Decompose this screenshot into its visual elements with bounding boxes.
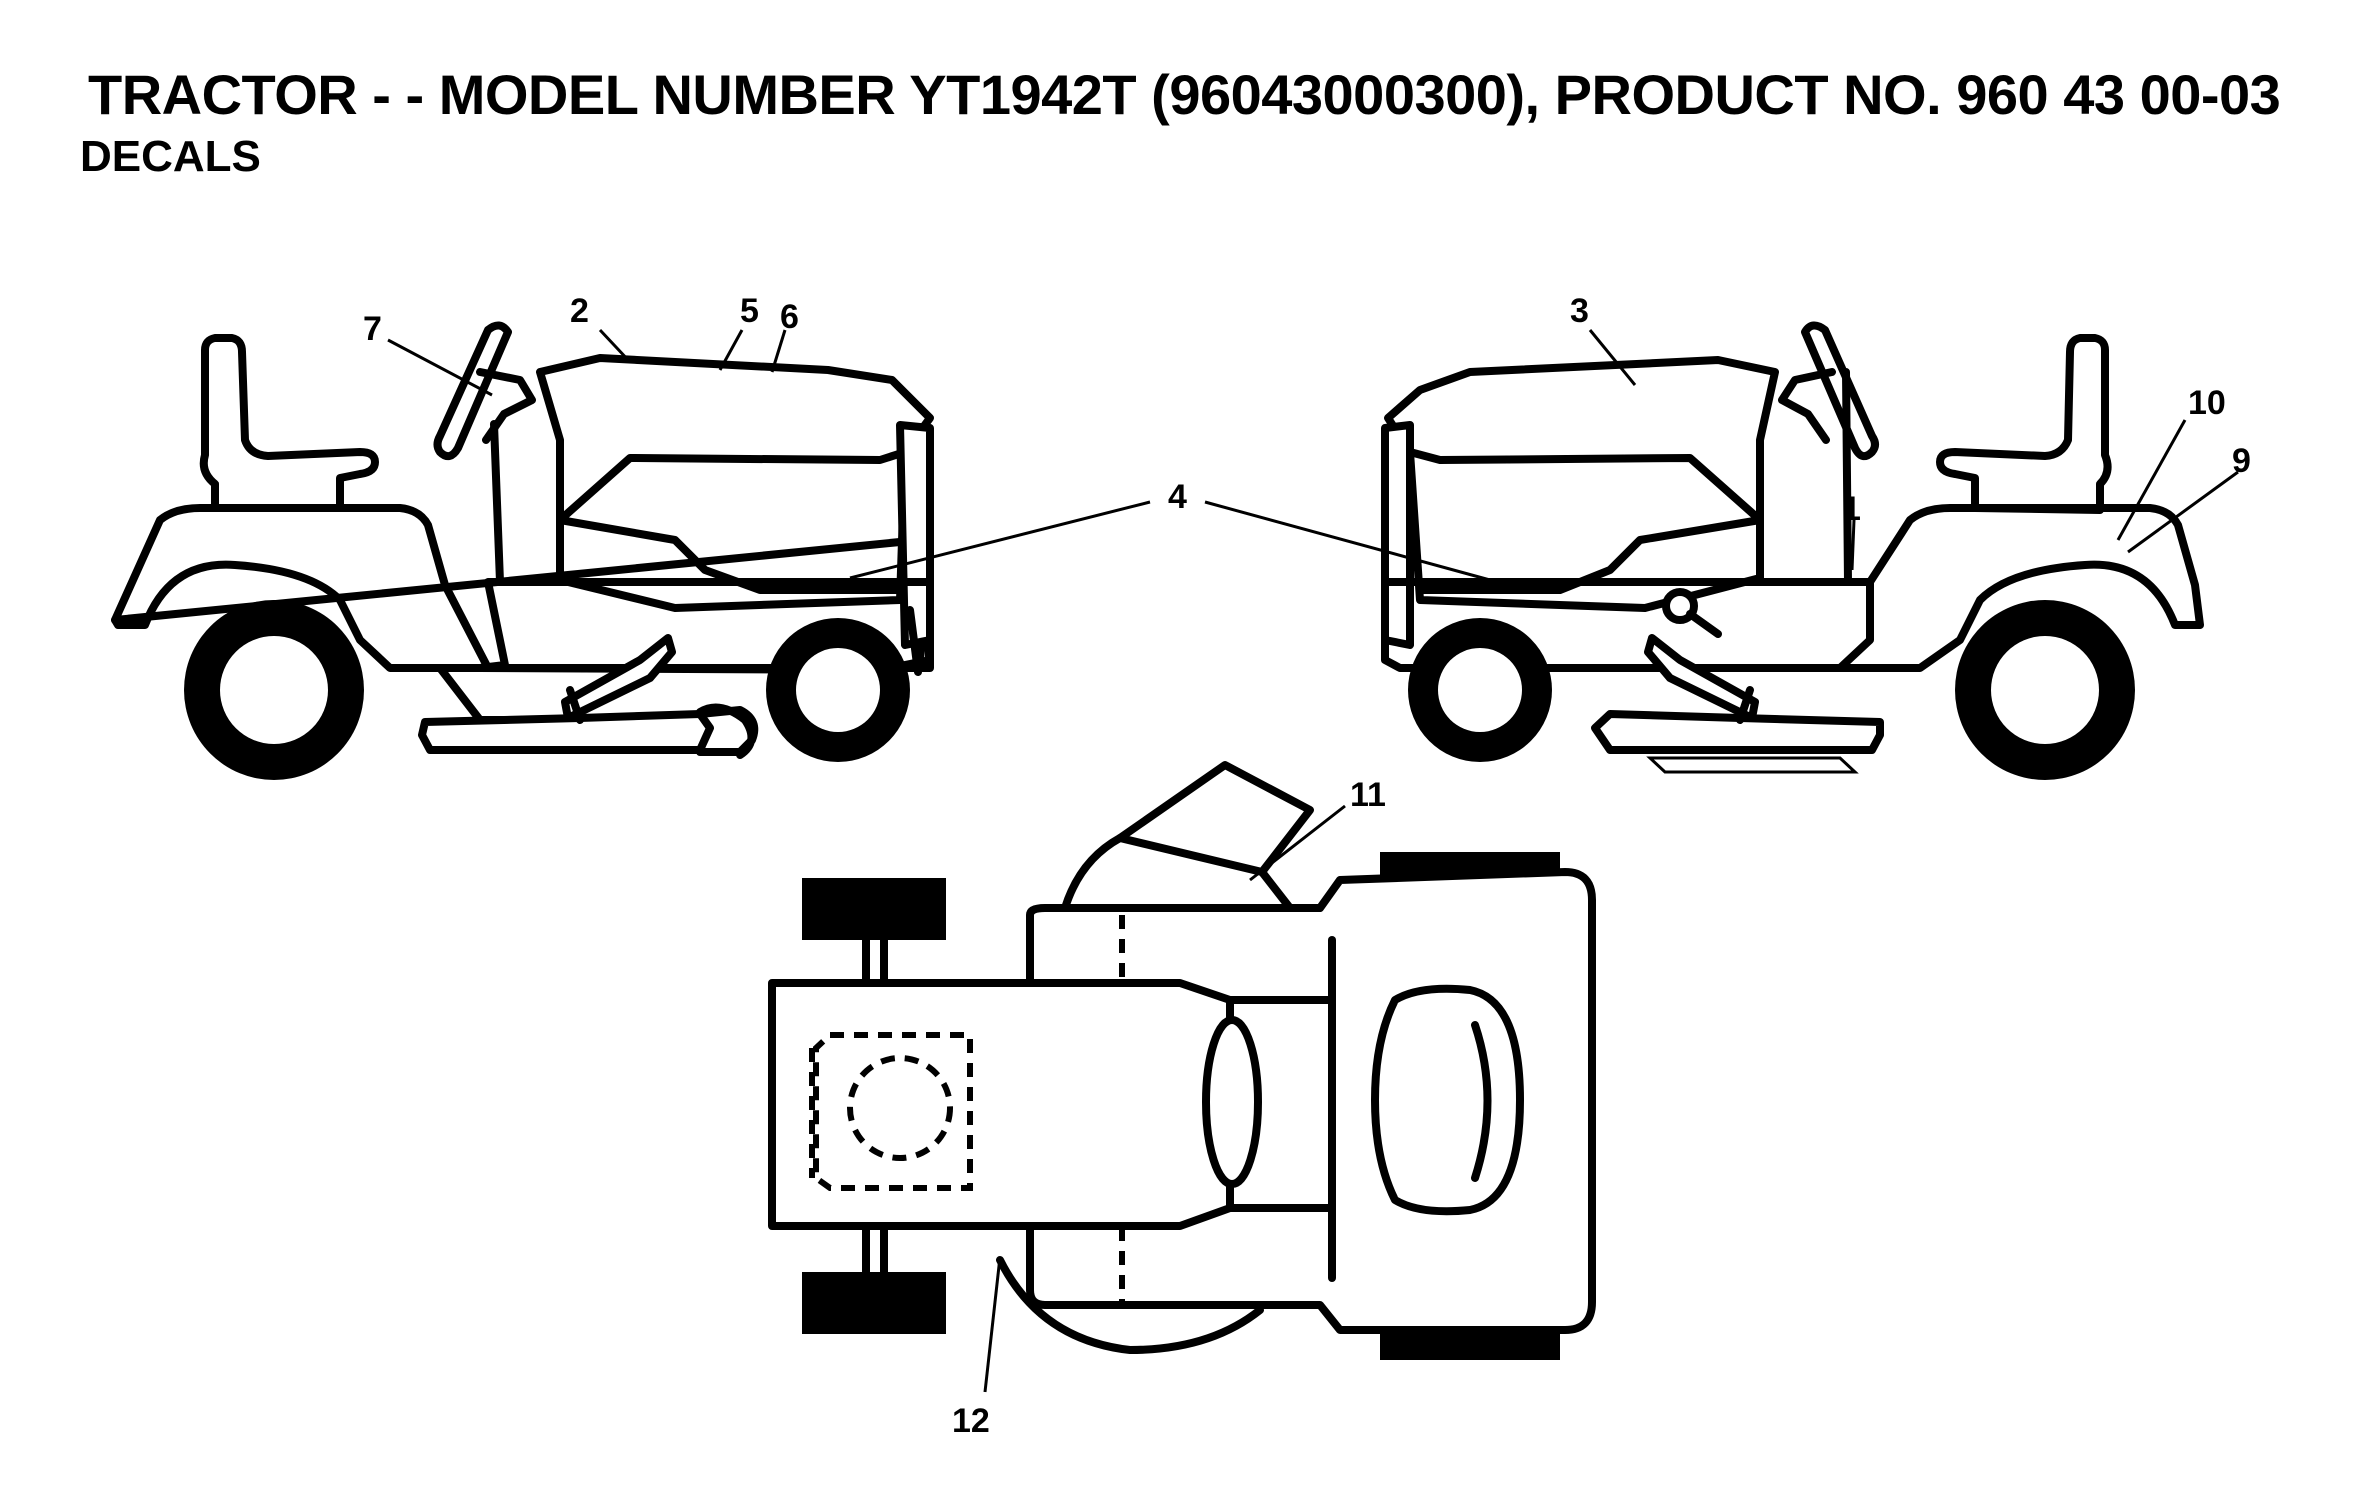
callout-5: 5 [740, 292, 759, 330]
callout-7: 7 [363, 310, 382, 348]
callout-9: 9 [2232, 442, 2251, 480]
steering-wheel [433, 321, 512, 461]
rear-wheel-left [802, 878, 946, 940]
page-title: TRACTOR - - MODEL NUMBER YT1942T (960430… [88, 63, 2281, 126]
rear-wheel-right [802, 1272, 946, 1334]
seat-top [1371, 984, 1524, 1216]
tractor-top-view [768, 761, 1596, 1360]
steering-wheel [1801, 321, 1879, 461]
callout-11: 11 [1350, 776, 1386, 814]
tractor-left-side-view [111, 321, 934, 780]
seat [1936, 334, 2112, 514]
leader-lines [387, 328, 2239, 1393]
mower-deck [1591, 710, 1884, 754]
callout-10: 10 [2188, 384, 2226, 422]
mower-deck [418, 710, 714, 754]
foot-pedal [1644, 634, 1759, 722]
callout-6: 6 [780, 298, 799, 336]
steering-top [1202, 1016, 1262, 1188]
callout-12: 12 [952, 1402, 990, 1440]
callout-3: 3 [1570, 292, 1589, 330]
section-title: DECALS [80, 132, 261, 181]
callout-2: 2 [570, 292, 589, 330]
hood-top [768, 979, 1234, 1230]
seat [199, 334, 379, 514]
callout-4: 4 [1168, 478, 1187, 516]
callout-1: 1 [1842, 490, 1861, 528]
front-wheel-right [1380, 1334, 1560, 1360]
hood [536, 354, 934, 524]
discharge-chute [1061, 761, 1314, 912]
tractor-right-side-view [1381, 321, 2204, 780]
engine-outline [847, 1055, 953, 1161]
hood [1384, 356, 1779, 524]
